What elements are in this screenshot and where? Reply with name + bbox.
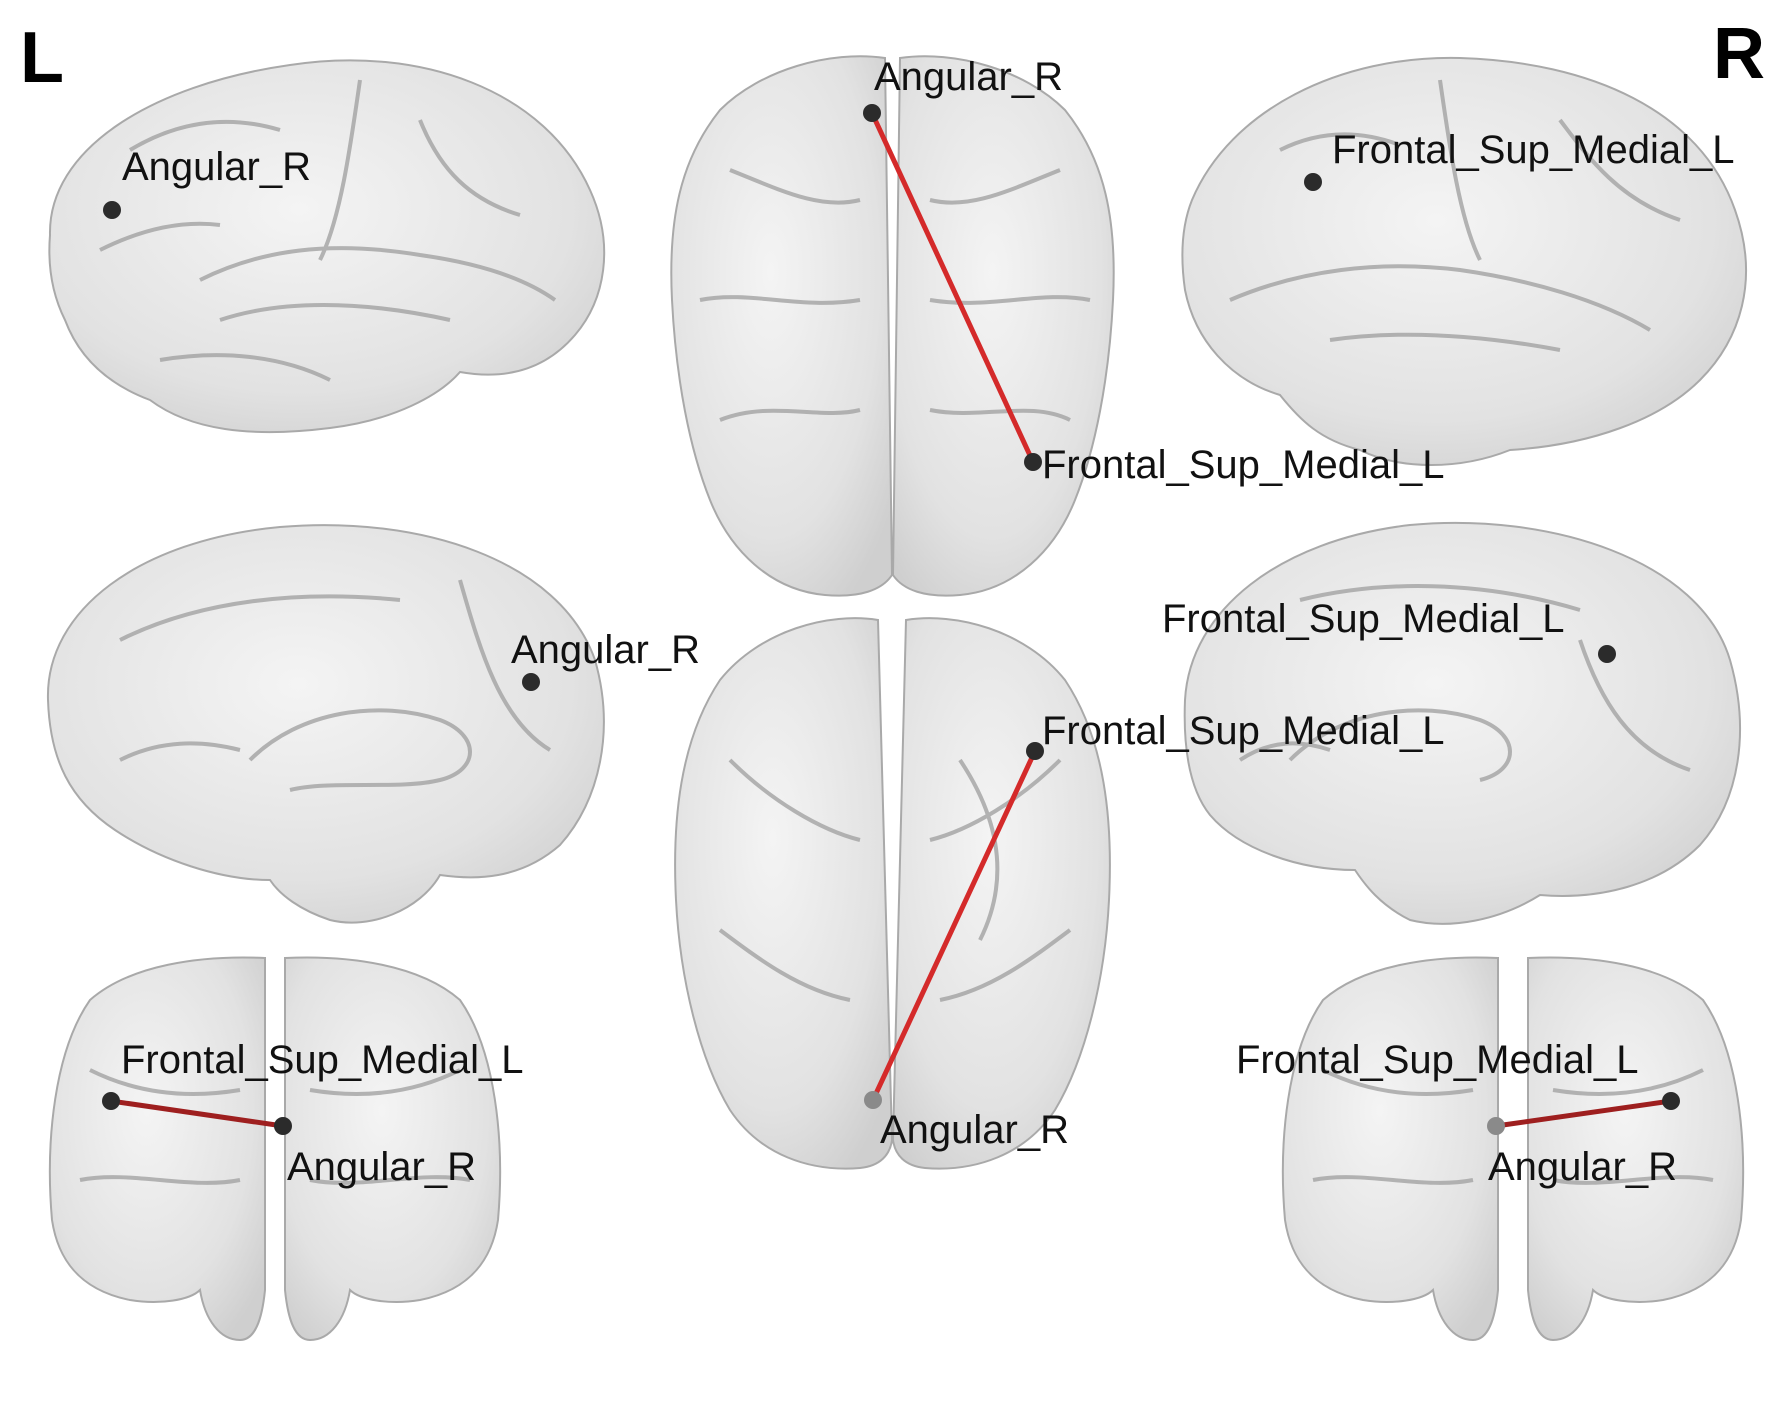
- brain-left-posterior-view: [48, 956, 502, 1342]
- label-frontal-sup-medial-l-superior: Frontal_Sup_Medial_L: [1042, 443, 1444, 487]
- label-frontal-sup-medial-l-right-medial: Frontal_Sup_Medial_L: [1162, 597, 1564, 641]
- edge-left-posterior: [108, 1098, 286, 1129]
- node-angular-r-left-posterior: [274, 1117, 292, 1135]
- node-angular-r-inferior: [864, 1091, 882, 1109]
- right-hemisphere-label: R: [1713, 14, 1765, 94]
- node-angular-r-left-medial: [522, 673, 540, 691]
- node-angular-r-right-posterior: [1487, 1117, 1505, 1135]
- brain-superior-view: [670, 55, 1115, 597]
- label-frontal-sup-medial-l-inferior: Frontal_Sup_Medial_L: [1042, 709, 1444, 753]
- node-frontal-sup-medial-l-left-posterior: [102, 1092, 120, 1110]
- brain-left-medial-view: [46, 524, 605, 924]
- brain-right-posterior-view: [1281, 956, 1745, 1342]
- node-angular-r-superior: [863, 104, 881, 122]
- brain-left-lateral-view: [48, 59, 606, 434]
- edge-superior: [869, 110, 1036, 465]
- node-angular-r-left-lateral: [103, 201, 121, 219]
- label-angular-r-left-medial: Angular_R: [511, 628, 700, 672]
- label-angular-r-superior: Angular_R: [874, 55, 1063, 99]
- left-hemisphere-label: L: [20, 18, 64, 98]
- brain-right-medial-view: [1183, 521, 1741, 925]
- edge-inferior: [870, 748, 1038, 1103]
- label-frontal-sup-medial-l-left-posterior: Frontal_Sup_Medial_L: [121, 1038, 523, 1082]
- edge-right-posterior: [1493, 1098, 1674, 1129]
- node-frontal-sup-medial-l-superior: [1024, 453, 1042, 471]
- label-frontal-sup-medial-l-right-lateral: Frontal_Sup_Medial_L: [1332, 128, 1734, 172]
- node-frontal-sup-medial-l-right-lateral: [1304, 173, 1322, 191]
- brain-inferior-view: [674, 617, 1111, 1170]
- label-frontal-sup-medial-l-right-posterior: Frontal_Sup_Medial_L: [1236, 1038, 1638, 1082]
- label-angular-r-left-posterior: Angular_R: [287, 1145, 476, 1189]
- label-angular-r-inferior: Angular_R: [880, 1108, 1069, 1152]
- node-frontal-sup-medial-l-inferior: [1026, 742, 1044, 760]
- label-angular-r-left-lateral: Angular_R: [122, 145, 311, 189]
- brain-right-lateral-view: [1181, 56, 1747, 466]
- node-frontal-sup-medial-l-right-medial: [1598, 645, 1616, 663]
- label-angular-r-right-posterior: Angular_R: [1488, 1145, 1677, 1189]
- node-frontal-sup-medial-l-right-posterior: [1662, 1092, 1680, 1110]
